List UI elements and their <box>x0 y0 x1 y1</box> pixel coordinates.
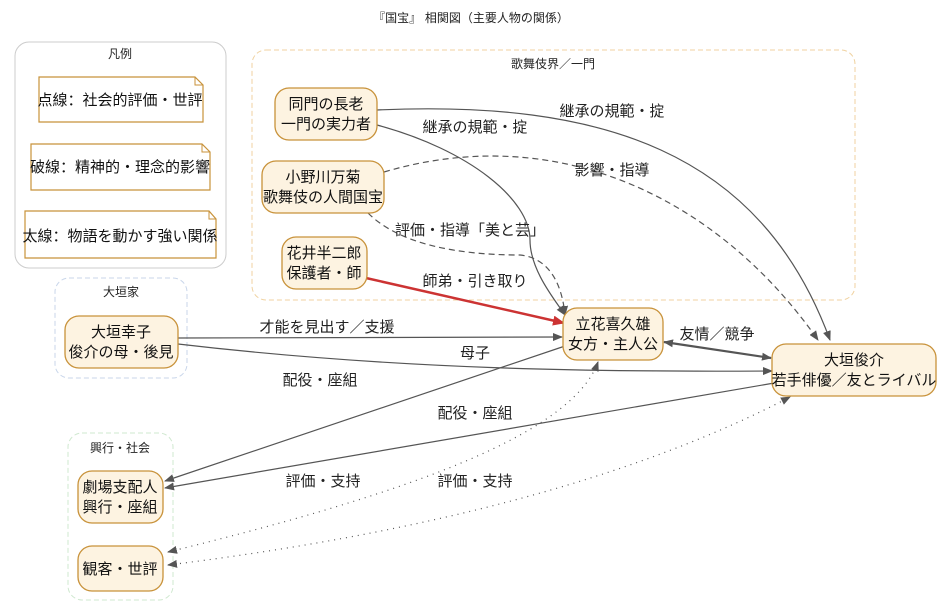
edge-onogawa-shunsuke <box>383 155 819 341</box>
edge-onogawa-kikuo <box>367 212 569 316</box>
edge-label: 師弟・引き取り <box>422 272 527 290</box>
edge-label: 配役・座組 <box>437 404 512 422</box>
edge-elder-kikuo <box>376 124 566 316</box>
node-onogawa[interactable]: 小野川万菊 歌舞伎の人間国宝 <box>261 160 385 214</box>
node-line2: 興行・座組 <box>82 498 157 516</box>
node-audience[interactable]: 観客・世評 <box>77 545 164 592</box>
node-theater[interactable]: 劇場支配人 興行・座組 <box>77 470 164 524</box>
node-line2: 一門の実力者 <box>281 115 371 133</box>
legend-item-bold: 太線：物語を動かす強い関係 <box>22 210 218 259</box>
node-line2: 女方・主人公 <box>568 335 658 353</box>
edge-label: 友情／競争 <box>679 325 754 343</box>
node-elder[interactable]: 同門の長老 一門の実力者 <box>274 87 378 141</box>
node-line1: 大垣幸子 <box>91 323 151 341</box>
diagram-title: 『国宝』 相関図（主要人物の関係） <box>373 11 569 25</box>
legend-label: 点線：社会的評価・世評 <box>37 91 202 109</box>
edge-label: 評価・支持 <box>437 472 512 490</box>
edge-label: 母子 <box>460 344 490 362</box>
edge-hanai-kikuo <box>365 276 565 326</box>
node-hanai[interactable]: 花井半二郎 保護者・師 <box>281 236 368 290</box>
edge-label: 継承の規範・掟 <box>422 118 527 136</box>
cluster-ogaki-label: 大垣家 <box>103 284 139 299</box>
node-line2: 若手俳優／友とライバル <box>772 371 937 389</box>
edge-label: 配役・座組 <box>282 371 357 389</box>
node-line1: 立花喜久雄 <box>575 315 650 333</box>
node-line1: 大垣俊介 <box>824 351 884 369</box>
edge-label: 評価・指導「美と芸」 <box>395 221 545 239</box>
edge-elder-shunsuke <box>376 108 831 341</box>
cluster-ogaki <box>54 277 188 379</box>
legend-item-dotted: 点線：社会的評価・世評 <box>37 76 204 123</box>
node-line1: 同門の長老 <box>288 95 363 113</box>
node-line2: 保護者・師 <box>286 264 361 282</box>
legend-label: 太線：物語を動かす強い関係 <box>22 227 217 245</box>
cluster-kabuki-label: 歌舞伎界／一門 <box>511 56 595 71</box>
node-kikuo[interactable]: 立花喜久雄 女方・主人公 <box>562 307 664 361</box>
legend: 凡例 点線：社会的評価・世評 破線：精神的・理念的影響 太線：物語を動かす強い関… <box>14 41 227 269</box>
edge-sachiko-kikuo <box>177 333 563 342</box>
node-line1: 観客・世評 <box>82 560 157 578</box>
edge-audience-kikuo <box>167 361 599 554</box>
node-line1: 劇場支配人 <box>82 478 157 496</box>
edge-label: 才能を見出す／支援 <box>259 318 394 336</box>
node-sachiko[interactable]: 大垣幸子 俊介の母・後見 <box>64 315 179 369</box>
edge-label: 評価・支持 <box>285 472 360 490</box>
cluster-society-label: 興行・社会 <box>90 440 150 455</box>
legend-label: 破線：精神的・理念的影響 <box>30 158 210 176</box>
edges: 継承の規範・掟 継承の規範・掟 評価・指導「美と芸」 影響・指導 師弟・引き取り… <box>164 102 831 568</box>
cluster-kabuki <box>251 49 856 301</box>
node-line2: 俊介の母・後見 <box>68 343 173 361</box>
node-shunsuke[interactable]: 大垣俊介 若手俳優／友とライバル <box>771 343 937 397</box>
edge-label: 継承の規範・掟 <box>559 102 664 120</box>
node-line2: 歌舞伎の人間国宝 <box>263 188 383 206</box>
node-line1: 小野川万菊 <box>285 168 360 186</box>
legend-title: 凡例 <box>108 47 132 61</box>
edge-label: 影響・指導 <box>574 161 649 179</box>
legend-item-dashed: 破線：精神的・理念的影響 <box>30 143 211 191</box>
edge-kikuo-shunsuke <box>663 339 772 361</box>
node-line1: 花井半二郎 <box>286 244 361 262</box>
